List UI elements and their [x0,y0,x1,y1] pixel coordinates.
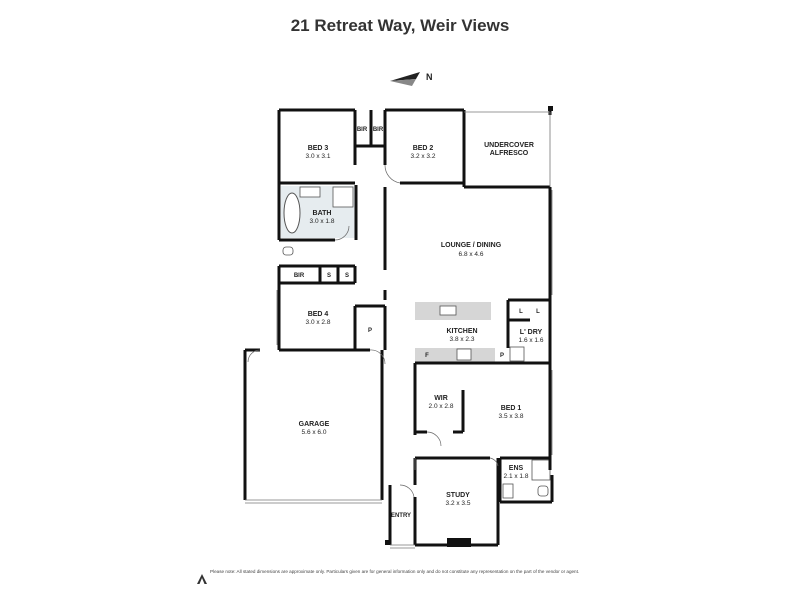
ens-name: ENS [509,465,524,472]
bir1-label: BIR [357,127,368,133]
bed1-dims: 3.5 x 3.8 [499,413,524,420]
wall-post [385,540,390,545]
bed2-name: BED 2 [413,145,434,152]
alfresco-line1: UNDERCOVER [484,142,534,149]
bed3-name: BED 3 [308,145,329,152]
kitchen-dims: 3.8 x 2.3 [450,336,475,343]
front-door [447,538,471,547]
toilet-icon [282,246,294,256]
garage-name: GARAGE [299,421,330,428]
s2-label: S [345,273,349,279]
windows [245,111,553,549]
lounge-name: LOUNGE / DINING [441,242,502,249]
wir-name: WIR [434,395,448,402]
bath-name: BATH [313,210,332,217]
fridge-label: F [425,353,429,359]
bed2-dims: 3.2 x 3.2 [411,153,436,160]
disclaimer-text: Please note: All stated dimensions are a… [210,569,580,574]
shower-icon [332,186,354,208]
kitchen-bench [415,348,495,362]
ensuite-toilet-icon [537,485,549,497]
ldry-dims: 1.6 x 1.6 [519,337,544,344]
bir3-label: BIR [294,273,305,279]
bir2-label: BIR [373,127,384,133]
bathtub-icon [283,192,301,234]
entry-label: ENTRY [391,513,411,519]
north-arrow-icon: N [390,72,433,86]
bath-vanity-icon [299,186,321,198]
agency-logo-icon [197,574,207,584]
l2-label: L [536,309,540,315]
kitchen-name: KITCHEN [446,328,477,335]
wir-dims: 2.0 x 2.8 [429,403,454,410]
bed4-name: BED 4 [308,311,329,318]
bath-dims: 3.0 x 1.8 [310,218,335,225]
bed3-dims: 3.0 x 3.1 [306,153,331,160]
compass-label: N [426,72,433,82]
study-dims: 3.2 x 3.5 [446,500,471,507]
sink-icon [439,305,457,316]
garage-dims: 5.6 x 6.0 [302,429,327,436]
pantry1-label: P [368,328,372,334]
ensuite-shower-icon [531,459,551,481]
ldry-name: L' DRY [520,329,543,336]
ens-dims: 2.1 x 1.8 [504,473,529,480]
fixtures [281,186,551,499]
cooktop-icon [456,348,472,361]
wall-post-2 [548,106,553,111]
door-swings [247,164,499,498]
pantry2-label: P [500,353,504,359]
bed1-name: BED 1 [501,405,522,412]
room-labels: BED 3 3.0 x 3.1 BIR BIR BED 2 3.2 x 3.2 … [294,127,544,519]
alfresco-line2: ALFRESCO [490,150,529,157]
ensuite-vanity-icon [502,483,514,499]
lounge-dims: 6.8 x 4.6 [459,251,484,258]
laundry-tub-icon [509,346,525,362]
study-name: STUDY [446,492,470,499]
s1-label: S [327,273,331,279]
page-title: 21 Retreat Way, Weir Views [290,16,510,35]
l1-label: L [519,309,523,315]
bed4-dims: 3.0 x 2.8 [306,319,331,326]
